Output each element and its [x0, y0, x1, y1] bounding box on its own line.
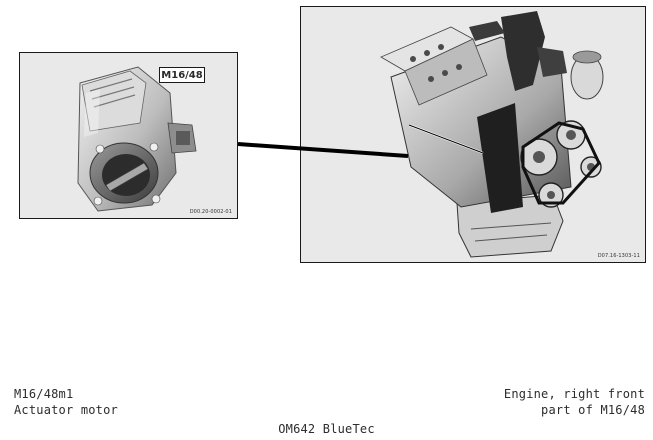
engine-model-caption: OM642 BlueTec	[278, 422, 375, 436]
left-figure-reference-code: D00.20-0002-01	[189, 209, 232, 215]
location-description: Engine, right front	[503, 387, 645, 401]
component-description: Actuator motor	[14, 403, 118, 417]
left-caption: M16/48m1 Actuator motor	[14, 386, 118, 418]
component-callout-label: M16/48	[159, 67, 205, 83]
engine-illustration	[380, 11, 604, 258]
right-caption: Engine, right front part of M16/48	[504, 386, 645, 418]
component-illustration-panel: D00.20-0002-01	[19, 52, 238, 219]
throttle-valve-illustration	[77, 66, 197, 212]
component-code: M16/48m1	[14, 387, 74, 401]
engine-illustration-panel: D07.16-1303-11	[300, 6, 646, 263]
right-figure-reference-code: D07.16-1303-11	[597, 253, 640, 259]
location-parent: part of M16/48	[541, 403, 645, 417]
